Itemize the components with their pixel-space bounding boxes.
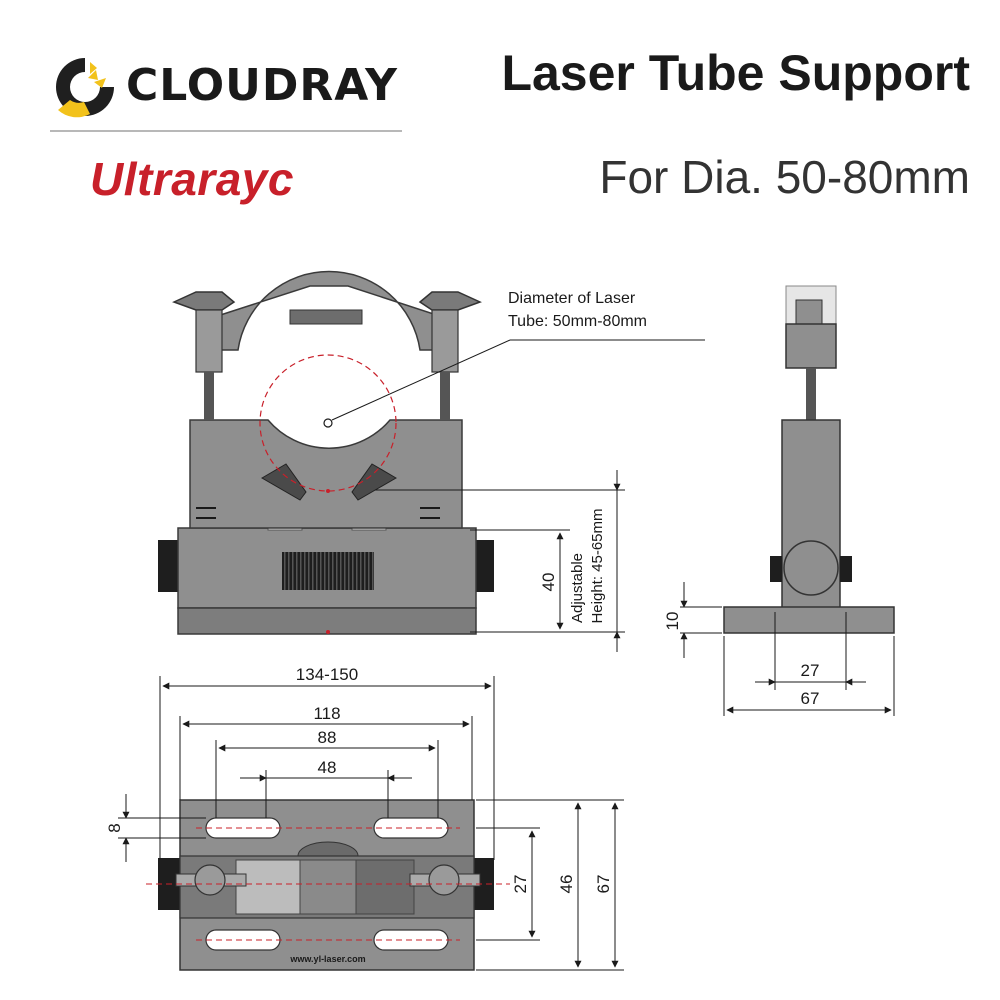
callout-line2: Tube: 50mm-80mm (508, 313, 647, 330)
dim-label-67-side: 67 (801, 689, 820, 708)
side-base-plate (723, 606, 895, 634)
callout-leader (331, 339, 511, 421)
brand-divider (50, 130, 402, 132)
cloudray-mark-icon (56, 58, 114, 118)
dim-label-8: 8 (105, 823, 124, 832)
dim-label-88: 88 (318, 728, 337, 747)
top-bolt-right-icon (428, 864, 460, 896)
side-view: 10 27 67 (663, 285, 895, 716)
ultrarayc-logo: Ultrarayc (90, 153, 294, 205)
wing-nut-left-icon (172, 291, 236, 311)
dim-label-67-top: 67 (594, 875, 613, 894)
dim-label-10: 10 (663, 612, 682, 631)
wing-nut-right-icon (418, 291, 482, 311)
adjustable-label-line2: Height: 45-65mm (589, 508, 606, 623)
dim-label-40: 40 (539, 573, 558, 592)
brand-name: CLOUDRAY (126, 60, 398, 111)
threaded-rod-right (440, 372, 450, 420)
dim-label-27-top: 27 (511, 875, 530, 894)
dim-label-46: 46 (557, 875, 576, 894)
top-bolt-left-icon (194, 864, 226, 896)
side-knob (783, 540, 839, 596)
tube-diameter-circle (259, 354, 397, 492)
front-view: Diameter of Laser Tube: 50mm-80mm 40 Adj… (158, 270, 705, 652)
dim-label-118: 118 (313, 704, 340, 723)
front-top-clamp (204, 270, 453, 351)
front-side-cap-right (474, 540, 494, 592)
front-upright-body (189, 419, 463, 529)
cloudray-logo: CLOUDRAY (50, 52, 400, 122)
adjust-knob (282, 552, 374, 590)
top-view: www.yl-laser.com 134-150 118 88 48 (105, 665, 624, 971)
dim-label-27-side: 27 (801, 661, 820, 680)
tube-center-point (323, 418, 333, 428)
page-title: Laser Tube Support (501, 45, 970, 101)
front-side-cap-left (158, 540, 180, 592)
dim-label-48: 48 (318, 758, 337, 777)
callout-line1: Diameter of Laser (508, 290, 636, 307)
dim-label-134-150: 134-150 (296, 665, 358, 684)
threaded-rod-left (204, 372, 214, 420)
page-subtitle: For Dia. 50-80mm (599, 151, 970, 203)
adjustable-label-line1: Adjustable (569, 553, 586, 623)
side-threaded-rod (806, 368, 816, 420)
side-clamp-head (785, 323, 837, 369)
front-base-plate (177, 607, 477, 635)
website-text: www.yl-laser.com (289, 954, 365, 964)
